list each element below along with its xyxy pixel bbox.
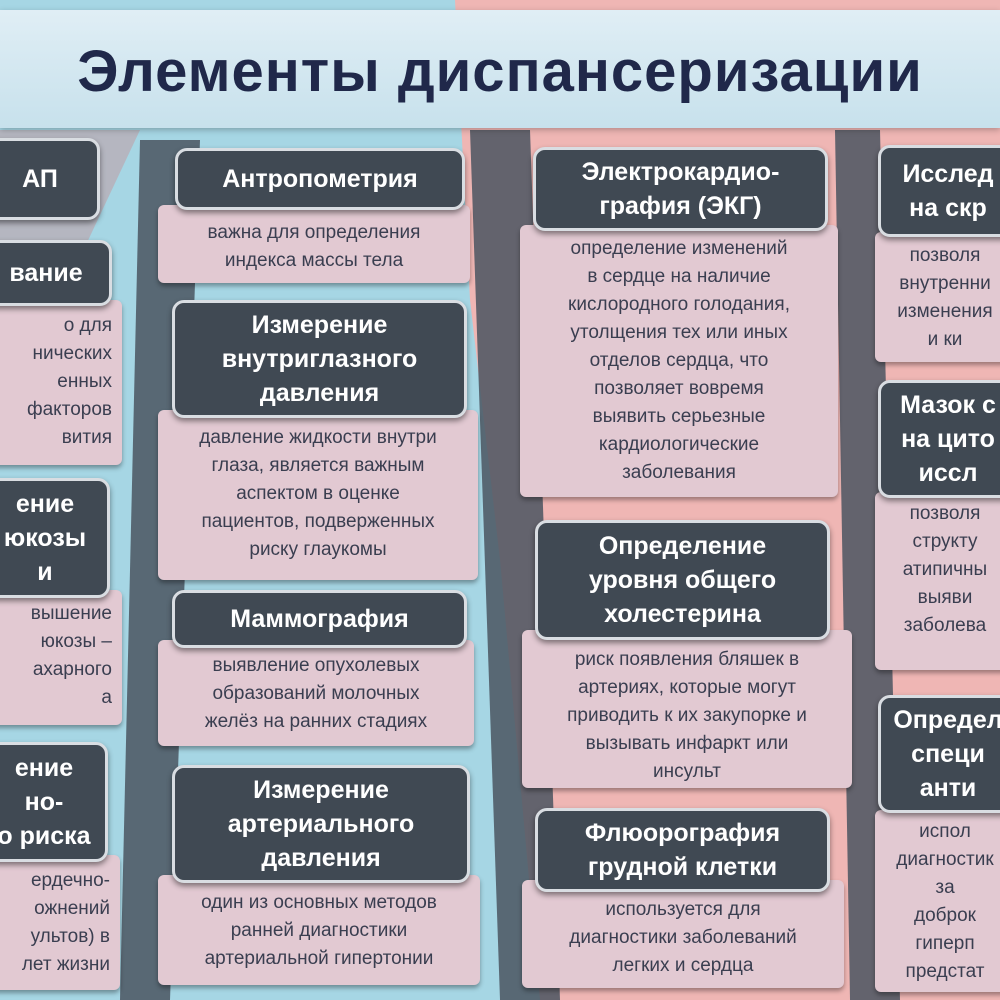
card-header: Измерение артериального давления xyxy=(172,765,470,883)
card-header: Флюорография грудной клетки xyxy=(535,808,830,892)
card-description: один из основных методов ранней диагност… xyxy=(158,875,480,985)
card-header: Электрокардио- графия (ЭКГ) xyxy=(533,147,828,231)
card-header: Измерение внутриглазного давления xyxy=(172,300,467,418)
card-description: выявление опухолевых образований молочны… xyxy=(158,640,474,746)
card-description: используется для диагностики заболеваний… xyxy=(522,880,844,988)
card-header: Маммография xyxy=(172,590,467,648)
card-description: ердечно- ожнений ультов) в лет жизни xyxy=(0,855,120,990)
card-description: давление жидкости внутри глаза, является… xyxy=(158,410,478,580)
card-header: Определ специ анти xyxy=(878,695,1000,813)
card-header: ение но- о риска xyxy=(0,742,108,862)
title-banner xyxy=(0,10,1000,128)
card-header: Определение уровня общего холестерина xyxy=(535,520,830,640)
card-description: вышение юкозы – ахарного а xyxy=(0,590,122,725)
card-description: определение изменений в сердце на наличи… xyxy=(520,225,838,497)
page-title: Элементы диспансеризации xyxy=(77,39,923,104)
card-header: ение юкозы и xyxy=(0,478,110,598)
card-description: испол диагностик за доброк гиперп предст… xyxy=(875,810,1000,992)
card-description: позволя структу атипичны выяви заболева xyxy=(875,492,1000,670)
card-description: риск появления бляшек в артериях, которы… xyxy=(522,630,852,788)
card-header: Мазок с на цито иссл xyxy=(878,380,1000,498)
card-header: Антропометрия xyxy=(175,148,465,210)
card-description: позволя внутренни изменения и ки xyxy=(875,232,1000,362)
card-description: важна для определения индекса массы тела xyxy=(158,205,470,283)
card-header: АП xyxy=(0,138,100,220)
card-description: о для нических енных факторов вития xyxy=(0,300,122,465)
card-header: вание xyxy=(0,240,112,306)
card-header: Исслед на скр xyxy=(878,145,1000,237)
